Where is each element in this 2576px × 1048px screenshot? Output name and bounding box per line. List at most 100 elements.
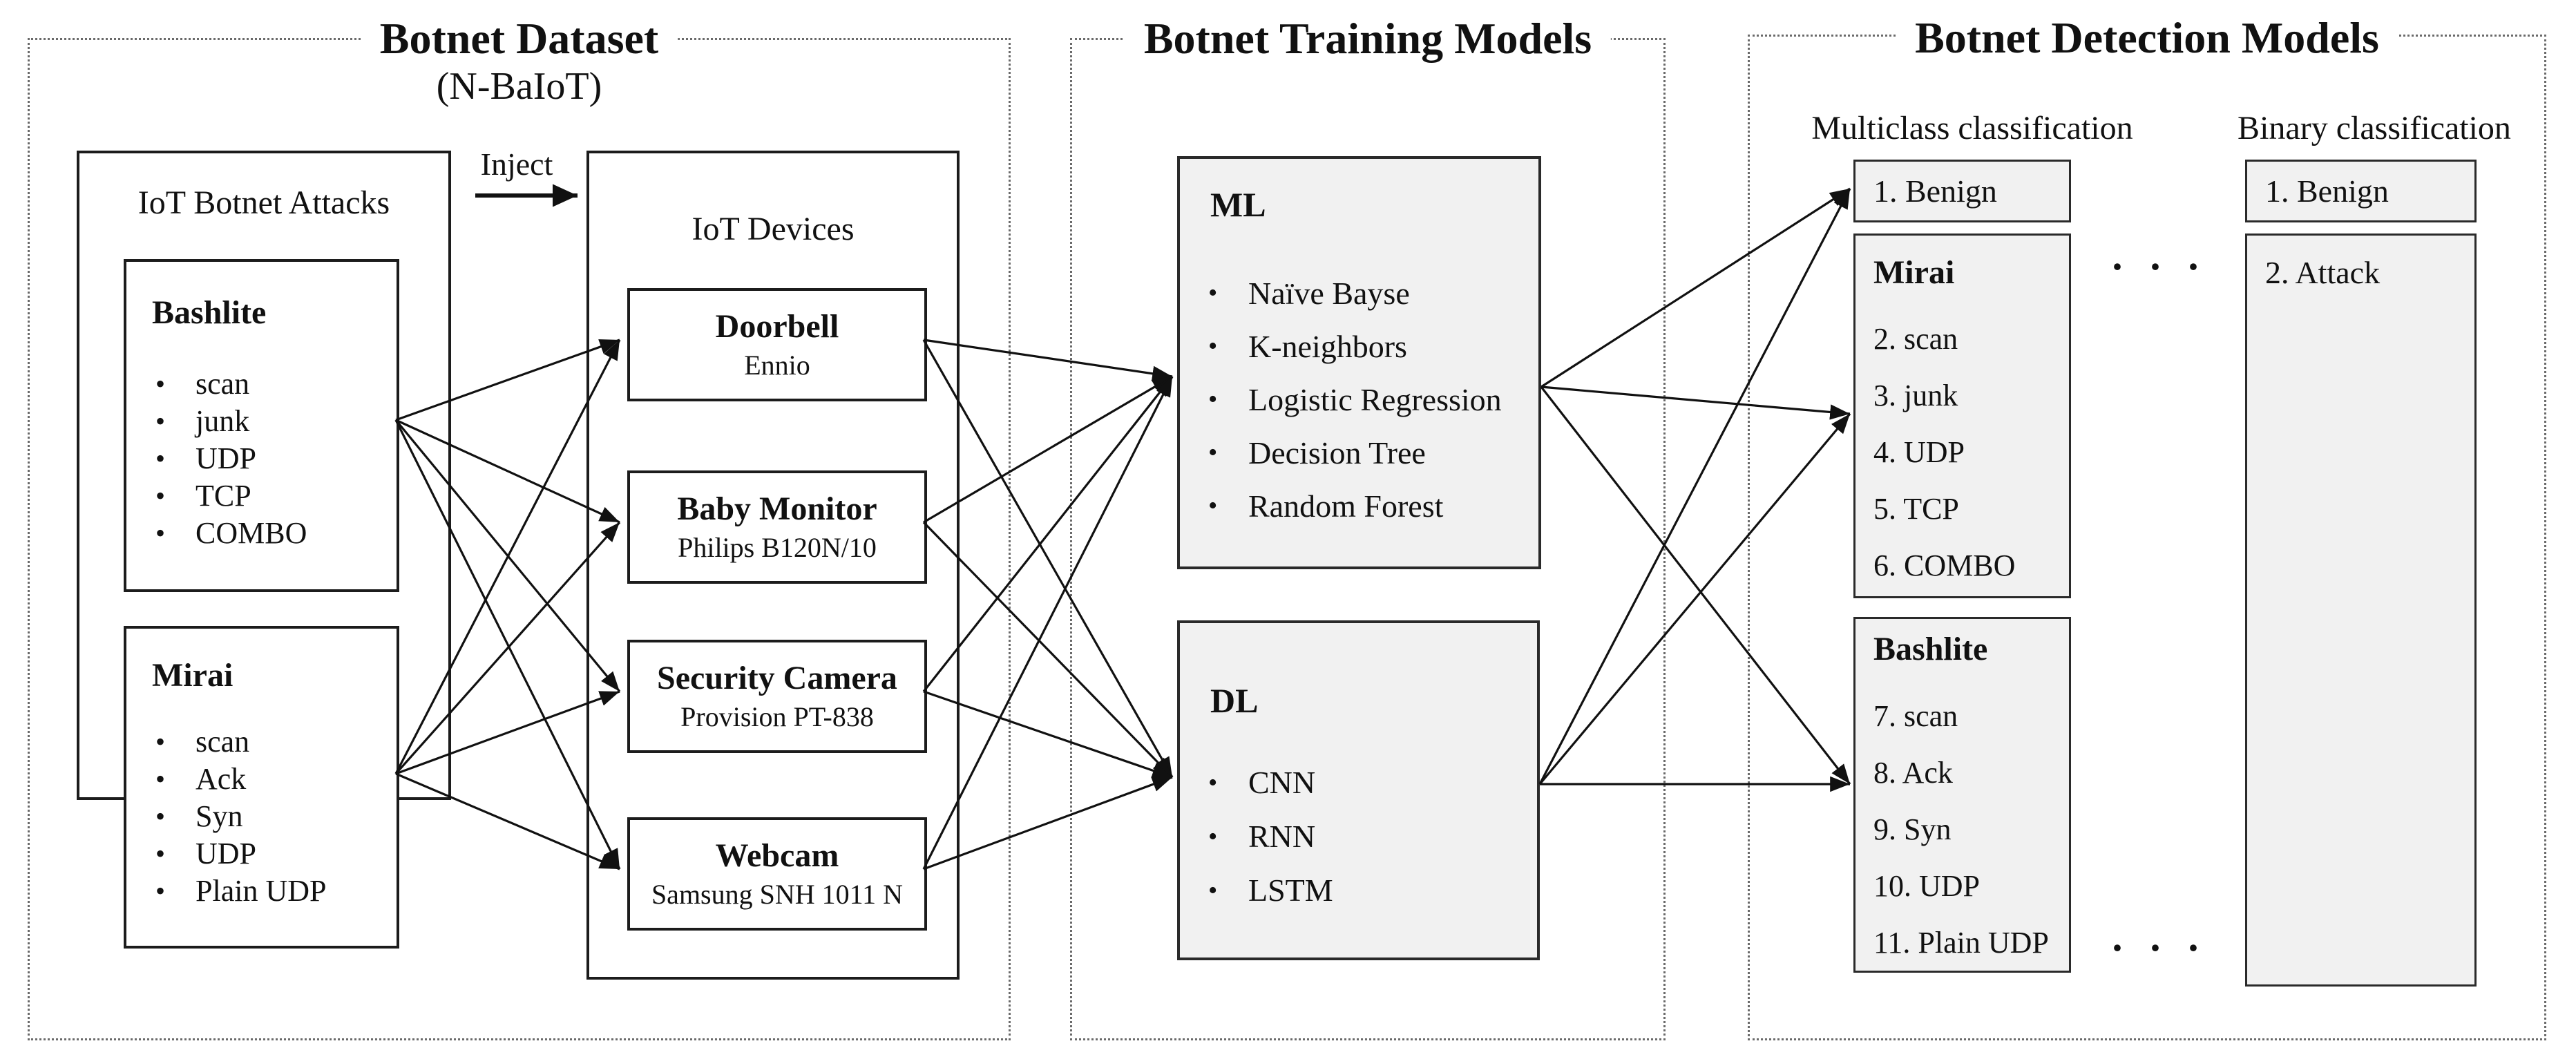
list-item: 6. COMBO: [1873, 549, 2016, 582]
class-label: 1. Benign: [2265, 173, 2389, 209]
class-label: 1. Benign: [1873, 173, 1997, 209]
list-item: TCP: [126, 477, 397, 515]
dataset-title: Botnet Dataset: [379, 14, 659, 63]
list-item-label: UDP: [195, 441, 257, 475]
section-title-training: Botnet Training Models: [1124, 14, 1612, 64]
dl-models-box: DL CNN RNN LSTM: [1177, 620, 1540, 960]
ml-models-box: ML Naïve Bayse K-neighbors Logistic Regr…: [1177, 156, 1541, 569]
list-item: Ack: [126, 761, 397, 798]
device-name: Webcam: [715, 837, 839, 874]
list-item: UDP: [126, 440, 397, 477]
list-item-label: Decision Tree: [1248, 435, 1426, 470]
list-item: K-neighbors: [1180, 320, 1538, 373]
list-item: LSTM: [1180, 864, 1537, 917]
list-item-label: scan: [195, 725, 250, 759]
list-item-label: COMBO: [195, 516, 307, 550]
list-item-label: junk: [195, 404, 250, 438]
attacks-panel-label: IoT Botnet Attacks: [137, 184, 390, 221]
list-item-label: scan: [195, 367, 250, 401]
ml-model-list: Naïve Bayse K-neighbors Logistic Regress…: [1180, 267, 1538, 533]
list-item-label: CNN: [1248, 765, 1316, 800]
list-item-label: Logistic Regression: [1248, 382, 1502, 417]
device-name: Security Camera: [657, 660, 897, 696]
list-item: Syn: [126, 798, 397, 835]
multiclass-classification-label: Multiclass classification: [1811, 110, 2133, 146]
device-model: Philips B120N/10: [678, 532, 877, 563]
binary-attack-box: 2. Attack: [2245, 234, 2477, 987]
multiclass-bashlite-title: Bashlite: [1873, 631, 1988, 667]
dataset-subtitle: (N-BaIoT): [436, 65, 602, 108]
iot-botnet-attacks-box: IoT Botnet Attacks Bashlite scan junk UD…: [77, 151, 451, 949]
list-item-label: UDP: [195, 837, 257, 870]
list-item-label: Plain UDP: [195, 874, 327, 908]
section-title-detection: Botnet Detection Models: [1896, 13, 2398, 63]
section-title-dataset: Botnet Dataset (N-BaIoT): [360, 14, 678, 109]
list-item: 4. UDP: [1873, 435, 1965, 469]
list-item: Logistic Regression: [1180, 373, 1538, 426]
list-item: scan: [126, 723, 397, 761]
list-item-label: K-neighbors: [1248, 329, 1407, 364]
binary-benign-box: 1. Benign: [2245, 160, 2477, 222]
list-item-label: Naïve Bayse: [1248, 276, 1410, 311]
multiclass-bashlite-box: Bashlite 7. scan 8. Ack 9. Syn 10. UDP 1…: [1853, 617, 2071, 973]
list-item: 8. Ack: [1873, 756, 1953, 790]
list-item: CNN: [1180, 756, 1537, 810]
devices-panel-label: IoT Devices: [691, 211, 855, 247]
list-item: 7. scan: [1873, 699, 1958, 733]
device-doorbell-box: Doorbell Ennio: [627, 288, 927, 401]
binary-classification-label: Binary classification: [2238, 110, 2511, 146]
class-label: 2. Attack: [2265, 255, 2381, 290]
device-model: Provision PT-838: [680, 701, 874, 732]
device-model: Samsung SNH 1011 N: [651, 879, 904, 910]
device-security-camera-box: Security Camera Provision PT-838: [627, 640, 927, 753]
ellipsis-bottom: · · ·: [2110, 925, 2208, 971]
device-name: Baby Monitor: [677, 490, 877, 527]
list-item: 11. Plain UDP: [1873, 926, 2049, 960]
list-item: 10. UDP: [1873, 869, 1981, 903]
multiclass-bashlite-list: 7. scan 8. Ack 9. Syn 10. UDP 11. Plain …: [1873, 688, 2069, 971]
dl-model-list: CNN RNN LSTM: [1180, 756, 1537, 917]
list-item: 2. scan: [1873, 322, 1958, 356]
section-botnet-dataset: Botnet Dataset (N-BaIoT) IoT Botnet Atta…: [28, 14, 1011, 1040]
device-baby-monitor-box: Baby Monitor Philips B120N/10: [627, 470, 927, 584]
mirai-attack-list: scan Ack Syn UDP Plain UDP: [126, 723, 397, 910]
multiclass-benign-box: 1. Benign: [1853, 160, 2071, 222]
list-item: 5. TCP: [1873, 492, 1959, 526]
list-item: Random Forest: [1180, 479, 1538, 533]
list-item: junk: [126, 403, 397, 440]
list-item-label: Ack: [195, 762, 247, 796]
bashlite-attacks-box: Bashlite scan junk UDP TCP COMBO: [124, 259, 399, 592]
list-item-label: LSTM: [1248, 873, 1333, 908]
bashlite-attack-list: scan junk UDP TCP COMBO: [126, 365, 397, 552]
mirai-title: Mirai: [152, 657, 233, 694]
iot-devices-box: IoT Devices Doorbell Ennio Baby Monitor …: [586, 151, 960, 980]
mirai-attacks-box: Mirai scan Ack Syn UDP Plain UDP: [124, 626, 399, 949]
section-botnet-training-models: Botnet Training Models ML Naïve Bayse K-…: [1070, 14, 1666, 1040]
detection-title: Botnet Detection Models: [1915, 13, 2379, 62]
list-item: Plain UDP: [126, 873, 397, 910]
ellipsis-top: · · ·: [2110, 244, 2208, 289]
list-item-label: TCP: [195, 479, 251, 513]
list-item-label: RNN: [1248, 819, 1316, 854]
list-item: COMBO: [126, 515, 397, 552]
list-item: UDP: [126, 835, 397, 873]
list-item-label: Random Forest: [1248, 488, 1444, 524]
multiclass-mirai-box: Mirai 2. scan 3. junk 4. UDP 5. TCP 6. C…: [1853, 234, 2071, 598]
multiclass-mirai-title: Mirai: [1873, 254, 1955, 291]
inject-label: Inject: [480, 146, 553, 182]
device-model: Ennio: [744, 350, 810, 381]
training-title: Botnet Training Models: [1143, 14, 1592, 63]
bashlite-title: Bashlite: [152, 294, 267, 331]
list-item: Decision Tree: [1180, 426, 1538, 479]
dl-title: DL: [1210, 681, 1259, 720]
device-webcam-box: Webcam Samsung SNH 1011 N: [627, 817, 927, 931]
list-item: RNN: [1180, 810, 1537, 864]
list-item-label: Syn: [195, 799, 243, 833]
list-item: Naïve Bayse: [1180, 267, 1538, 320]
section-botnet-detection-models: Botnet Detection Models Multiclass class…: [1748, 13, 2546, 1040]
list-item: 3. junk: [1873, 379, 1958, 412]
list-item: scan: [126, 365, 397, 403]
device-name: Doorbell: [715, 308, 839, 345]
list-item: 9. Syn: [1873, 812, 1952, 846]
